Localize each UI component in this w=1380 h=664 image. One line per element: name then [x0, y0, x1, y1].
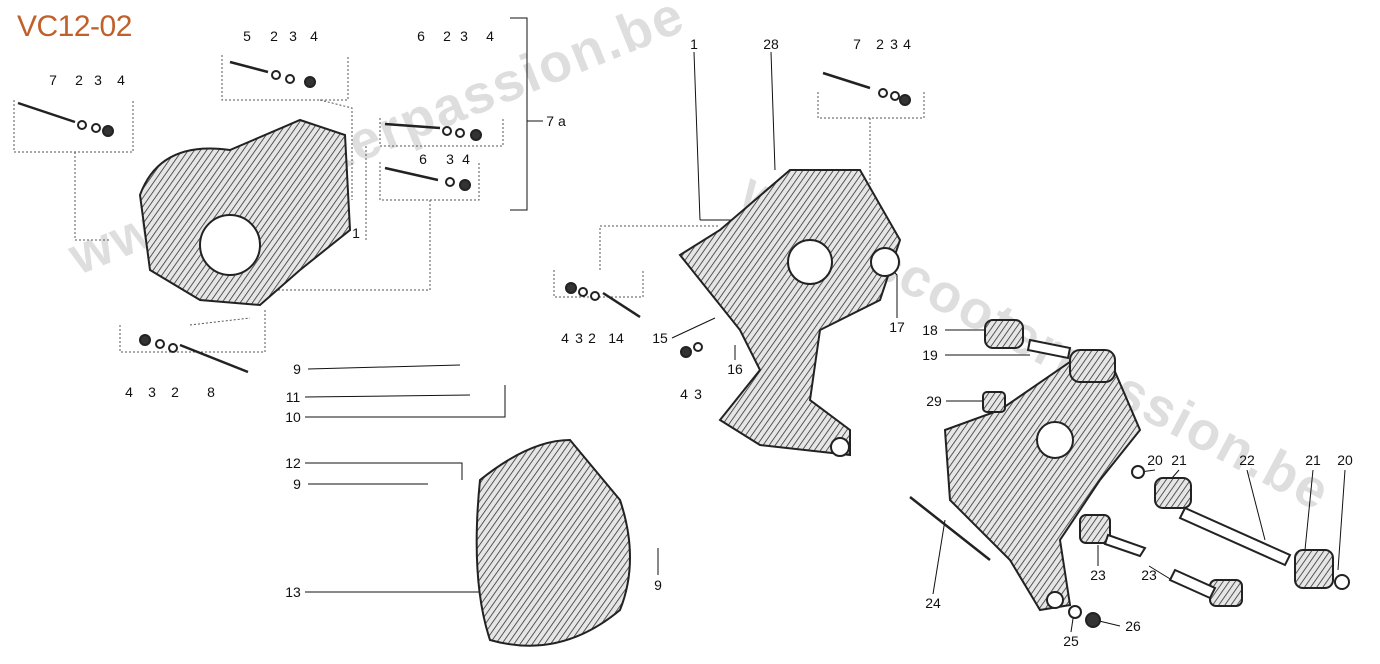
- part-label: 2: [270, 28, 278, 44]
- part-label: 3: [694, 386, 702, 402]
- part-label: 11: [285, 389, 301, 405]
- part-label: 26: [1125, 618, 1141, 634]
- part-label: 4: [561, 330, 569, 346]
- part-label: 23: [1141, 567, 1157, 583]
- part-label: 1: [352, 225, 360, 241]
- part-label: 23: [1090, 567, 1106, 583]
- part-label: 4: [117, 72, 125, 88]
- part-label: 9: [293, 476, 301, 492]
- part-label: 25: [1063, 633, 1079, 649]
- part-label: 1: [690, 36, 698, 52]
- part-label: 3: [289, 28, 297, 44]
- part-label: 13: [285, 584, 301, 600]
- part-label: 4: [680, 386, 688, 402]
- part-label: 15: [652, 330, 668, 346]
- part-label: 20: [1337, 452, 1353, 468]
- part-label: 3: [148, 384, 156, 400]
- part-label: 2: [171, 384, 179, 400]
- part-label: 3: [94, 72, 102, 88]
- part-label: 7: [49, 72, 57, 88]
- part-label: 28: [763, 36, 779, 52]
- part-label: 21: [1305, 452, 1321, 468]
- part-label: 22: [1239, 452, 1255, 468]
- part-label: 10: [285, 409, 301, 425]
- part-label: 14: [608, 330, 624, 346]
- part-label: 7 a: [546, 113, 566, 129]
- part-label: 16: [727, 361, 743, 377]
- part-label: 24: [925, 595, 941, 611]
- part-label: 5: [243, 28, 251, 44]
- part-label: 2: [75, 72, 83, 88]
- part-label: 2: [443, 28, 451, 44]
- part-label: 3: [890, 36, 898, 52]
- part-label: 6: [417, 28, 425, 44]
- part-label: 7: [853, 36, 861, 52]
- part-label: 4: [462, 151, 470, 167]
- part-label: 6: [419, 151, 427, 167]
- part-label: 8: [207, 384, 215, 400]
- part-label: 3: [460, 28, 468, 44]
- part-label: 4: [125, 384, 133, 400]
- diagram-title: VC12-02: [17, 10, 132, 43]
- part-label: 3: [446, 151, 454, 167]
- part-label: 18: [922, 322, 938, 338]
- part-label: 17: [889, 319, 905, 335]
- part-label: 4: [486, 28, 494, 44]
- part-label: 21: [1171, 452, 1187, 468]
- part-label: 3: [575, 330, 583, 346]
- part-label: 12: [285, 455, 301, 471]
- part-label: 19: [922, 347, 938, 363]
- part-label: 20: [1147, 452, 1163, 468]
- part-label: 9: [293, 361, 301, 377]
- part-label: 4: [310, 28, 318, 44]
- part-label: 2: [588, 330, 596, 346]
- part-label: 29: [926, 393, 942, 409]
- part-label: 4: [903, 36, 911, 52]
- part-label: 9: [654, 577, 662, 593]
- part-label: 2: [876, 36, 884, 52]
